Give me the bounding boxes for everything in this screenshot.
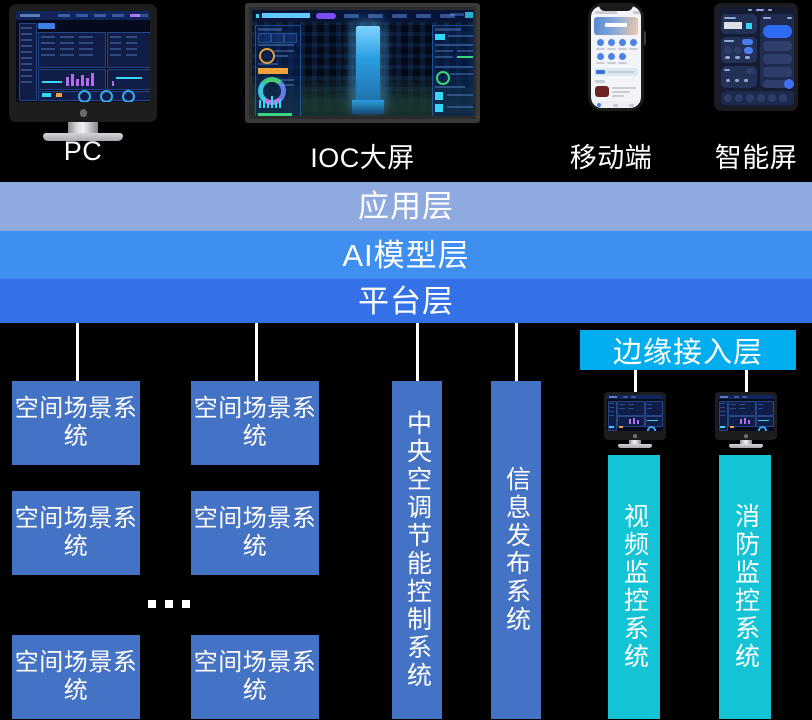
system-box-space-scene-3[interactable]: 空间场景系统: [12, 635, 140, 719]
system-box-label: 空间场景系统: [14, 648, 138, 704]
layer-label-platform: 平台层: [358, 283, 454, 319]
device-label-pc: PC: [63, 136, 103, 166]
edge-box-video-surveillance[interactable]: 视频监控系统: [608, 455, 660, 719]
tablet-icon: [714, 3, 798, 111]
device-label-smart-screen: 智能屏: [714, 143, 798, 173]
ellipsis-dot: [148, 600, 156, 608]
system-box-label: 信息发布系统: [502, 466, 531, 634]
edge-access-layer-label: 边缘接入层: [612, 337, 763, 369]
device-mobile[interactable]: 移动端: [556, 0, 666, 180]
system-box-label: 空间场景系统: [193, 394, 317, 450]
edge-box-label: 消防监控系统: [731, 503, 760, 671]
connector-line-col2: [255, 323, 258, 381]
layer-label-application: 应用层: [358, 189, 454, 224]
edge-monitor-fire-icon: [715, 392, 777, 448]
layer-band-ai-model[interactable]: AI模型层: [0, 231, 812, 279]
device-row: PC: [0, 0, 812, 180]
desktop-monitor-icon: [9, 4, 157, 141]
system-box-space-scene-6[interactable]: 空间场景系统: [191, 635, 319, 719]
connector-line-fire: [745, 370, 748, 392]
ellipsis-dot: [165, 600, 173, 608]
system-box-label: 中央空调节能控制系统: [403, 410, 432, 690]
device-smart-screen[interactable]: 智能屏: [700, 0, 812, 180]
device-ioc[interactable]: IOC大屏: [205, 0, 520, 180]
system-box-space-scene-1[interactable]: 空间场景系统: [12, 381, 140, 465]
apple-logo-icon: [80, 109, 87, 117]
apple-logo-icon: [744, 434, 748, 438]
connector-line-video: [634, 370, 637, 392]
device-label-mobile: 移动端: [569, 143, 653, 173]
system-box-space-scene-4[interactable]: 空间场景系统: [191, 381, 319, 465]
connector-line-col1: [76, 323, 79, 381]
ellipsis-indicator: [148, 600, 190, 608]
connector-line-hvac: [416, 323, 419, 381]
system-box-label: 空间场景系统: [193, 504, 317, 560]
system-box-space-scene-2[interactable]: 空间场景系统: [12, 491, 140, 575]
edge-box-fire-surveillance[interactable]: 消防监控系统: [719, 455, 771, 719]
edge-access-layer-header[interactable]: 边缘接入层: [580, 330, 796, 370]
edge-box-label: 视频监控系统: [620, 503, 649, 671]
system-box-space-scene-5[interactable]: 空间场景系统: [191, 491, 319, 575]
system-box-hvac-control[interactable]: 中央空调节能控制系统: [392, 381, 442, 719]
device-label-ioc: IOC大屏: [310, 143, 415, 173]
device-pc[interactable]: PC: [0, 0, 166, 180]
ellipsis-dot: [182, 600, 190, 608]
system-box-info-release[interactable]: 信息发布系统: [491, 381, 541, 719]
smartphone-icon: [588, 3, 646, 111]
system-box-label: 空间场景系统: [14, 394, 138, 450]
layer-label-ai-model: AI模型层: [342, 237, 470, 273]
layer-band-platform[interactable]: 平台层: [0, 279, 812, 323]
connector-line-info: [515, 323, 518, 381]
edge-monitor-video-icon: [604, 392, 666, 448]
layer-band-application[interactable]: 应用层: [0, 182, 812, 231]
apple-logo-icon: [633, 434, 637, 438]
system-box-label: 空间场景系统: [193, 648, 317, 704]
large-display-icon: [245, 3, 480, 123]
system-box-label: 空间场景系统: [14, 504, 138, 560]
